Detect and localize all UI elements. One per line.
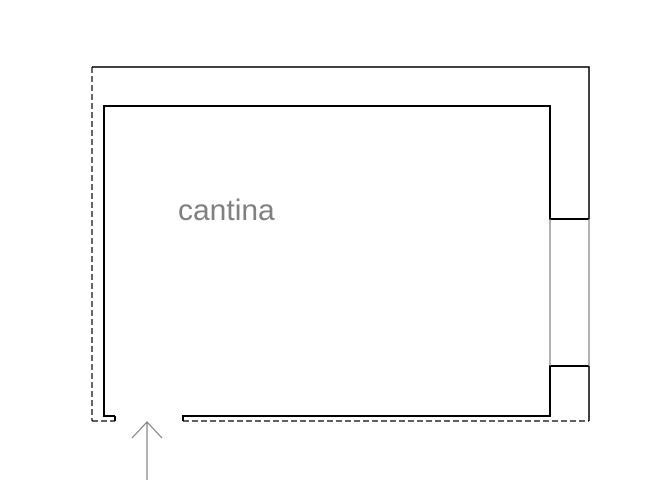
outer-wall-top-right <box>92 66 590 219</box>
window <box>549 219 590 366</box>
inner-wall-lower <box>182 365 589 421</box>
inner-wall <box>103 105 589 421</box>
outer-wall-dashed <box>91 67 589 422</box>
room-label: cantina <box>178 194 275 227</box>
outer-wall <box>92 66 590 421</box>
arrow-up-icon <box>131 421 163 480</box>
arrow-head <box>131 421 163 439</box>
inner-wall-main <box>103 105 589 417</box>
